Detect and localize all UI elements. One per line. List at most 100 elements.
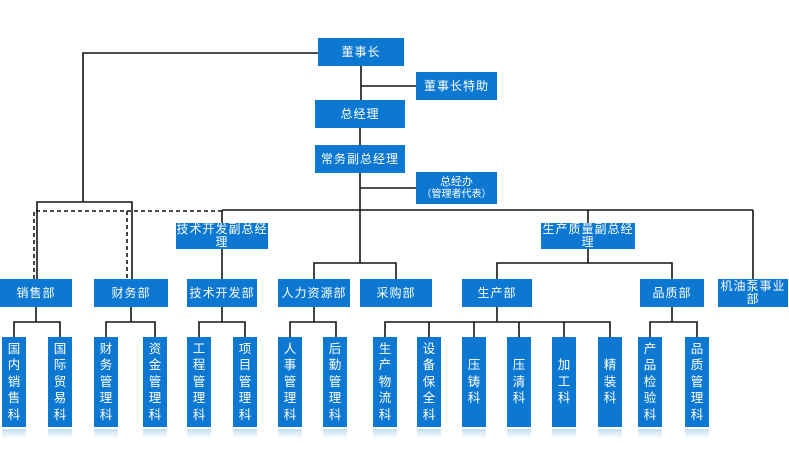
node-label-char: 科 bbox=[283, 406, 297, 422]
node-label: 董事长 bbox=[341, 44, 381, 59]
node-label-char: 理 bbox=[238, 390, 252, 406]
node-label-char: 科 bbox=[99, 406, 113, 422]
org-node-domestic-sales-section: 国内销售科 bbox=[2, 337, 26, 438]
node-label-char: 理 bbox=[148, 390, 162, 406]
node-sublabel: （管理者代表） bbox=[421, 189, 492, 200]
node-label-char: 科 bbox=[148, 406, 162, 422]
node-label: 采购部 bbox=[376, 285, 416, 300]
node-label-char: 品 bbox=[690, 340, 704, 356]
connector-line bbox=[36, 201, 133, 279]
org-node-product-inspection-section: 产品检验科 bbox=[638, 337, 662, 438]
node-label-char: 产 bbox=[643, 340, 657, 356]
node-label-char: 科 bbox=[603, 390, 617, 406]
org-node-logistics-mgmt-section: 后勤管理科 bbox=[323, 337, 347, 438]
org-node-project-mgmt-section: 项目管理科 bbox=[233, 337, 257, 438]
node-label-char: 工 bbox=[192, 340, 206, 356]
node-label-char: 理 bbox=[328, 390, 342, 406]
node-label-char: 全 bbox=[422, 390, 436, 406]
node-label-char: 工 bbox=[557, 373, 571, 389]
connector-line bbox=[13, 321, 61, 337]
node-label-char: 备 bbox=[422, 357, 436, 373]
org-node-hr-dept: 人力资源部 bbox=[278, 279, 350, 307]
node-label-char: 理 bbox=[99, 390, 113, 406]
node-label-char: 资 bbox=[148, 340, 162, 356]
org-node-gm-office: 总经办（管理者代表） bbox=[416, 172, 497, 204]
node-label-char: 科 bbox=[422, 406, 436, 422]
node-label-char: 科 bbox=[690, 406, 704, 422]
node-label: 常务副总经理 bbox=[320, 151, 399, 166]
node-label-char: 科 bbox=[512, 390, 526, 406]
org-node-quality-mgmt-section: 品质管理科 bbox=[685, 337, 709, 438]
node-label-char: 物 bbox=[378, 373, 392, 389]
node-label-char: 科 bbox=[467, 390, 481, 406]
org-node-purchasing-dept: 采购部 bbox=[360, 279, 432, 307]
connector-line bbox=[384, 321, 611, 337]
node-label-char: 检 bbox=[643, 373, 657, 389]
node-label-char: 际 bbox=[53, 357, 67, 373]
node-label-char: 贸 bbox=[53, 373, 67, 389]
node-label-char: 目 bbox=[238, 357, 252, 373]
org-node-prod-quality-deputy-gm: 生产质量副总经理 bbox=[541, 223, 635, 249]
node-label-char: 国 bbox=[7, 340, 21, 356]
node-label-char: 管 bbox=[328, 373, 342, 389]
node-label-char: 科 bbox=[7, 406, 21, 422]
node-label-char: 财 bbox=[99, 340, 113, 356]
node-label-char: 铸 bbox=[467, 373, 481, 389]
node-label-char: 装 bbox=[603, 373, 617, 389]
node-label-char: 精 bbox=[603, 357, 617, 373]
org-node-intl-trade-section: 国际贸易科 bbox=[48, 337, 72, 438]
org-node-chairman: 董事长 bbox=[318, 38, 404, 66]
node-label: 生产质量副总经理 bbox=[542, 222, 634, 249]
connector-line bbox=[649, 321, 698, 337]
org-node-finance-dept: 财务部 bbox=[94, 279, 168, 307]
org-node-general-manager: 总经理 bbox=[315, 100, 405, 128]
node-label-char: 项 bbox=[238, 340, 252, 356]
node-label-char: 科 bbox=[643, 406, 657, 422]
node-label-char: 管 bbox=[283, 373, 297, 389]
node-label-char: 科 bbox=[192, 406, 206, 422]
node-label-char: 人 bbox=[283, 340, 297, 356]
connector-line bbox=[198, 321, 246, 337]
org-node-finishing-section: 精装科 bbox=[598, 337, 622, 438]
node-label: 总经理 bbox=[340, 106, 380, 121]
node-label-char: 务 bbox=[99, 357, 113, 373]
org-node-oil-pump-division: 机油泵事业部 bbox=[718, 279, 788, 307]
org-node-equipment-maintenance-section: 设备保全科 bbox=[417, 337, 441, 438]
node-label-char: 压 bbox=[467, 357, 481, 373]
node-label-char: 管 bbox=[99, 373, 113, 389]
node-label-char: 科 bbox=[378, 406, 392, 422]
node-label-char: 理 bbox=[690, 390, 704, 406]
node-label: 总经办 bbox=[440, 175, 473, 188]
connector-line bbox=[105, 321, 156, 337]
node-label-char: 管 bbox=[690, 373, 704, 389]
node-label-char: 理 bbox=[283, 390, 297, 406]
org-node-pressure-cleaning-section: 压清科 bbox=[507, 337, 531, 438]
node-label-char: 清 bbox=[512, 373, 526, 389]
node-label-char: 售 bbox=[7, 390, 21, 406]
node-label-char: 科 bbox=[238, 406, 252, 422]
org-node-tech-dev-dept: 技术开发部 bbox=[187, 279, 257, 307]
org-node-die-casting-section: 压铸科 bbox=[462, 337, 486, 438]
org-node-funds-mgmt-section: 资金管理科 bbox=[143, 337, 167, 438]
node-label-char: 国 bbox=[53, 340, 67, 356]
node-label-char: 事 bbox=[283, 357, 297, 373]
node-label-char: 管 bbox=[148, 373, 162, 389]
org-node-engineering-mgmt-section: 工程管理科 bbox=[187, 337, 211, 438]
org-node-machining-section: 加工科 bbox=[552, 337, 576, 438]
node-label-char: 勤 bbox=[328, 357, 342, 373]
node-label-char: 产 bbox=[378, 357, 392, 373]
org-node-executive-deputy-gm: 常务副总经理 bbox=[315, 145, 405, 173]
node-label: 销售部 bbox=[16, 285, 56, 300]
node-label-char: 加 bbox=[557, 357, 571, 373]
node-label-char: 易 bbox=[53, 390, 67, 406]
node-label-char: 验 bbox=[643, 390, 657, 406]
org-node-sales-dept: 销售部 bbox=[0, 279, 72, 307]
node-label: 机油泵事业部 bbox=[720, 279, 786, 306]
node-label: 董事长特助 bbox=[423, 78, 489, 93]
node-label-char: 流 bbox=[378, 390, 392, 406]
node-label-char: 压 bbox=[512, 357, 526, 373]
node-label-char: 后 bbox=[328, 340, 342, 356]
org-node-personnel-mgmt-section: 人事管理科 bbox=[278, 337, 302, 438]
node-label: 技术开发副总经理 bbox=[176, 222, 268, 249]
